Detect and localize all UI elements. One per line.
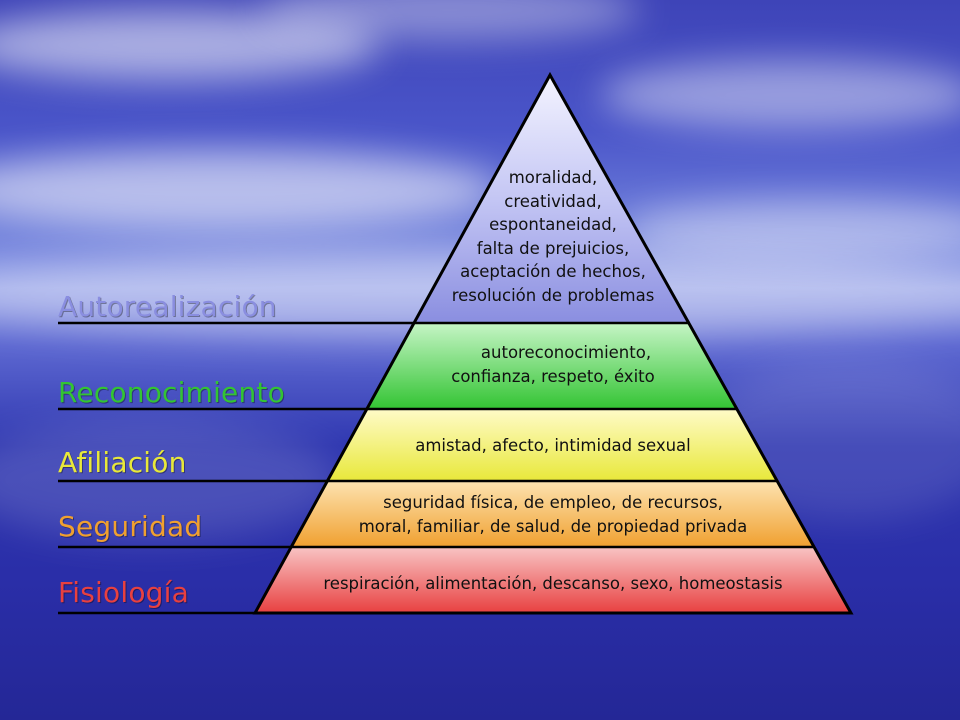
text-line: autoreconocimiento, xyxy=(480,343,652,362)
text-line: resolución de problemas xyxy=(451,285,655,305)
pyramid-band-reconocimiento xyxy=(367,323,738,409)
level-label-seguridad: Seguridad xyxy=(58,510,203,543)
level-text-reconocimiento: autoreconocimiento, confianza, respeto, … xyxy=(400,341,706,388)
level-text-fisiologia: respiración, alimentación, descanso, sex… xyxy=(270,572,836,596)
pyramid-band-afiliacion xyxy=(327,409,778,481)
cloud-decoration xyxy=(600,60,960,130)
text-line: seguridad física, de empleo, de recursos… xyxy=(383,493,723,512)
level-text-afiliacion: amistad, afecto, intimidad sexual xyxy=(380,434,726,458)
level-text-seguridad: seguridad física, de empleo, de recursos… xyxy=(310,491,796,538)
text-line: aceptación de hechos, xyxy=(460,262,646,282)
text-line: amistad, afecto, intimidad sexual xyxy=(415,436,691,455)
pyramid-band-seguridad xyxy=(291,481,814,547)
cloud-decoration xyxy=(0,10,380,80)
level-label-reconocimiento: Reconocimiento xyxy=(58,376,285,409)
cloud-decoration xyxy=(0,150,500,230)
cloud-decoration xyxy=(620,200,960,260)
text-line: respiración, alimentación, descanso, sex… xyxy=(323,574,783,593)
text-line: creatividad, xyxy=(504,191,602,211)
text-line: confianza, respeto, éxito xyxy=(451,366,655,386)
text-line: moralidad, xyxy=(508,168,598,187)
level-label-afiliacion: Afiliación xyxy=(58,446,187,479)
text-line: moral, familiar, de salud, de propiedad … xyxy=(358,516,748,536)
text-line: espontaneidad, xyxy=(489,215,617,235)
pyramid-band-autorealizacion xyxy=(415,75,690,323)
text-line: falta de prejuicios, xyxy=(476,238,630,258)
level-label-fisiologia: Fisiología xyxy=(58,576,189,609)
level-text-autorealizacion: moralidad, creatividad, espontaneidad, f… xyxy=(400,166,706,308)
pyramid-band-fisiologia xyxy=(255,547,851,613)
level-label-autorealizacion: Autorealización xyxy=(58,290,277,323)
